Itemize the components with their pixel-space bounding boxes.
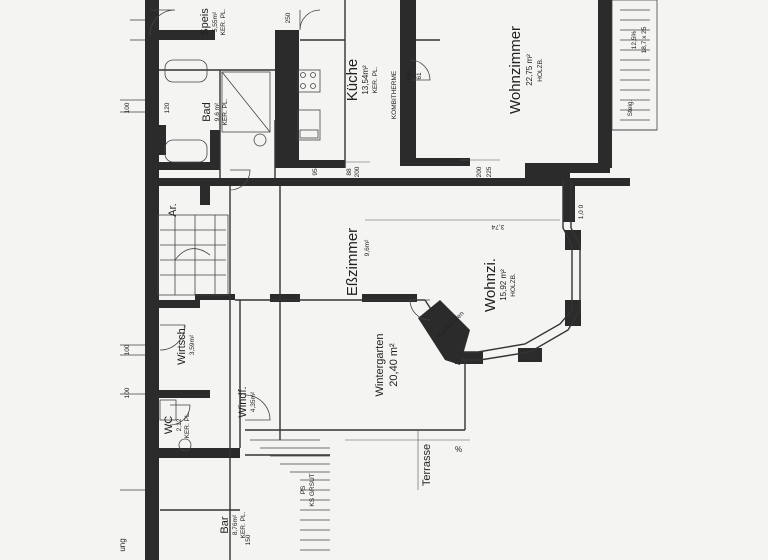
dim-225: 225	[486, 166, 493, 177]
speis-area: 5,55m²	[212, 11, 219, 32]
stair-windfang	[250, 439, 330, 551]
dim-1000: 1,0 0	[578, 204, 585, 219]
kueche-name: Küche	[344, 59, 361, 102]
dim-150: 150	[245, 534, 252, 545]
esszimmer-name: Eßzimmer	[344, 228, 361, 296]
dim-percent: %	[455, 445, 462, 454]
ar-name: Ar.	[167, 203, 179, 216]
walls	[145, 0, 630, 560]
stair-top-right	[620, 9, 650, 121]
wohnzimmer-floor: HOLZB.	[537, 58, 544, 82]
ps-label: PS	[300, 485, 307, 494]
door-swings	[149, 9, 431, 426]
stair-spiral-left	[157, 214, 229, 296]
esszimmer-area: 9,6m²	[364, 239, 371, 256]
dim-250: 250	[285, 12, 292, 23]
dim-95: 95	[312, 168, 319, 176]
stair-right-b: 18,7 x 25	[641, 26, 648, 53]
dim-120: 120	[164, 102, 171, 113]
windf-area: 4,35m²	[250, 391, 257, 412]
bar-name: Bar	[219, 516, 231, 533]
kueche-area: 13,54m²	[361, 65, 370, 95]
stair-side: Steig.	[627, 99, 634, 116]
stair-note: KS GRSUT	[309, 473, 316, 506]
bad-area: 9,6 m²	[214, 102, 221, 121]
dim-100a: 100	[124, 102, 131, 113]
dimension-marks	[345, 159, 560, 490]
wc-floor: KER. PL.	[184, 411, 191, 438]
dim-190: 190	[406, 70, 413, 81]
dim-374: 3,74	[491, 223, 504, 230]
bar-floor: KER. PL.	[240, 511, 247, 538]
bad-floor: KER. PL.	[222, 98, 229, 125]
wc-area: 2,12	[176, 418, 183, 431]
wirtsch-area: 3,59m²	[189, 334, 196, 355]
wintergarten-name: Wintergarten	[374, 334, 386, 397]
wohnzi-floor: HOLZB.	[510, 273, 517, 297]
wohnzi-name: Wohnzi.	[482, 258, 499, 312]
dim-88: 88	[346, 168, 353, 176]
ung-label: ung	[118, 538, 127, 551]
dim-61: 61	[416, 72, 423, 80]
wintergarten-area: 20,40 m²	[388, 343, 400, 387]
fixtures	[159, 42, 470, 452]
bar-area: 8,76m²	[232, 514, 239, 535]
dim-100b: 100	[124, 344, 131, 355]
terrasse-label: Terrasse	[421, 444, 433, 486]
wohnzimmer-name: Wohnzimmer	[507, 26, 524, 114]
kombitherme-label: KOMBITHERME	[391, 70, 398, 119]
wirtsch-name: Wirtsch.	[176, 325, 188, 365]
dim-200: 200	[476, 166, 483, 177]
dimension-labels: 200 225 88 200 95 3,74 1,0 0 120 100 100…	[118, 12, 648, 551]
wc-name: WC	[163, 416, 175, 434]
wohnzi-area: 15,92 m²	[499, 269, 508, 301]
dim-200b: 200	[354, 166, 361, 177]
windf-name: Windf.	[237, 386, 249, 417]
thin-lines	[120, 0, 658, 560]
stair-right-a: 12,5%	[631, 31, 638, 50]
bad-name: Bad	[201, 102, 213, 122]
speis-floor: KER. PL.	[220, 8, 227, 35]
wohnzimmer-area: 22,75 m²	[525, 54, 534, 86]
dim-100c: 100	[124, 387, 131, 398]
speis-name: Speis	[199, 8, 211, 36]
kueche-floor: KER. PL.	[372, 66, 379, 93]
